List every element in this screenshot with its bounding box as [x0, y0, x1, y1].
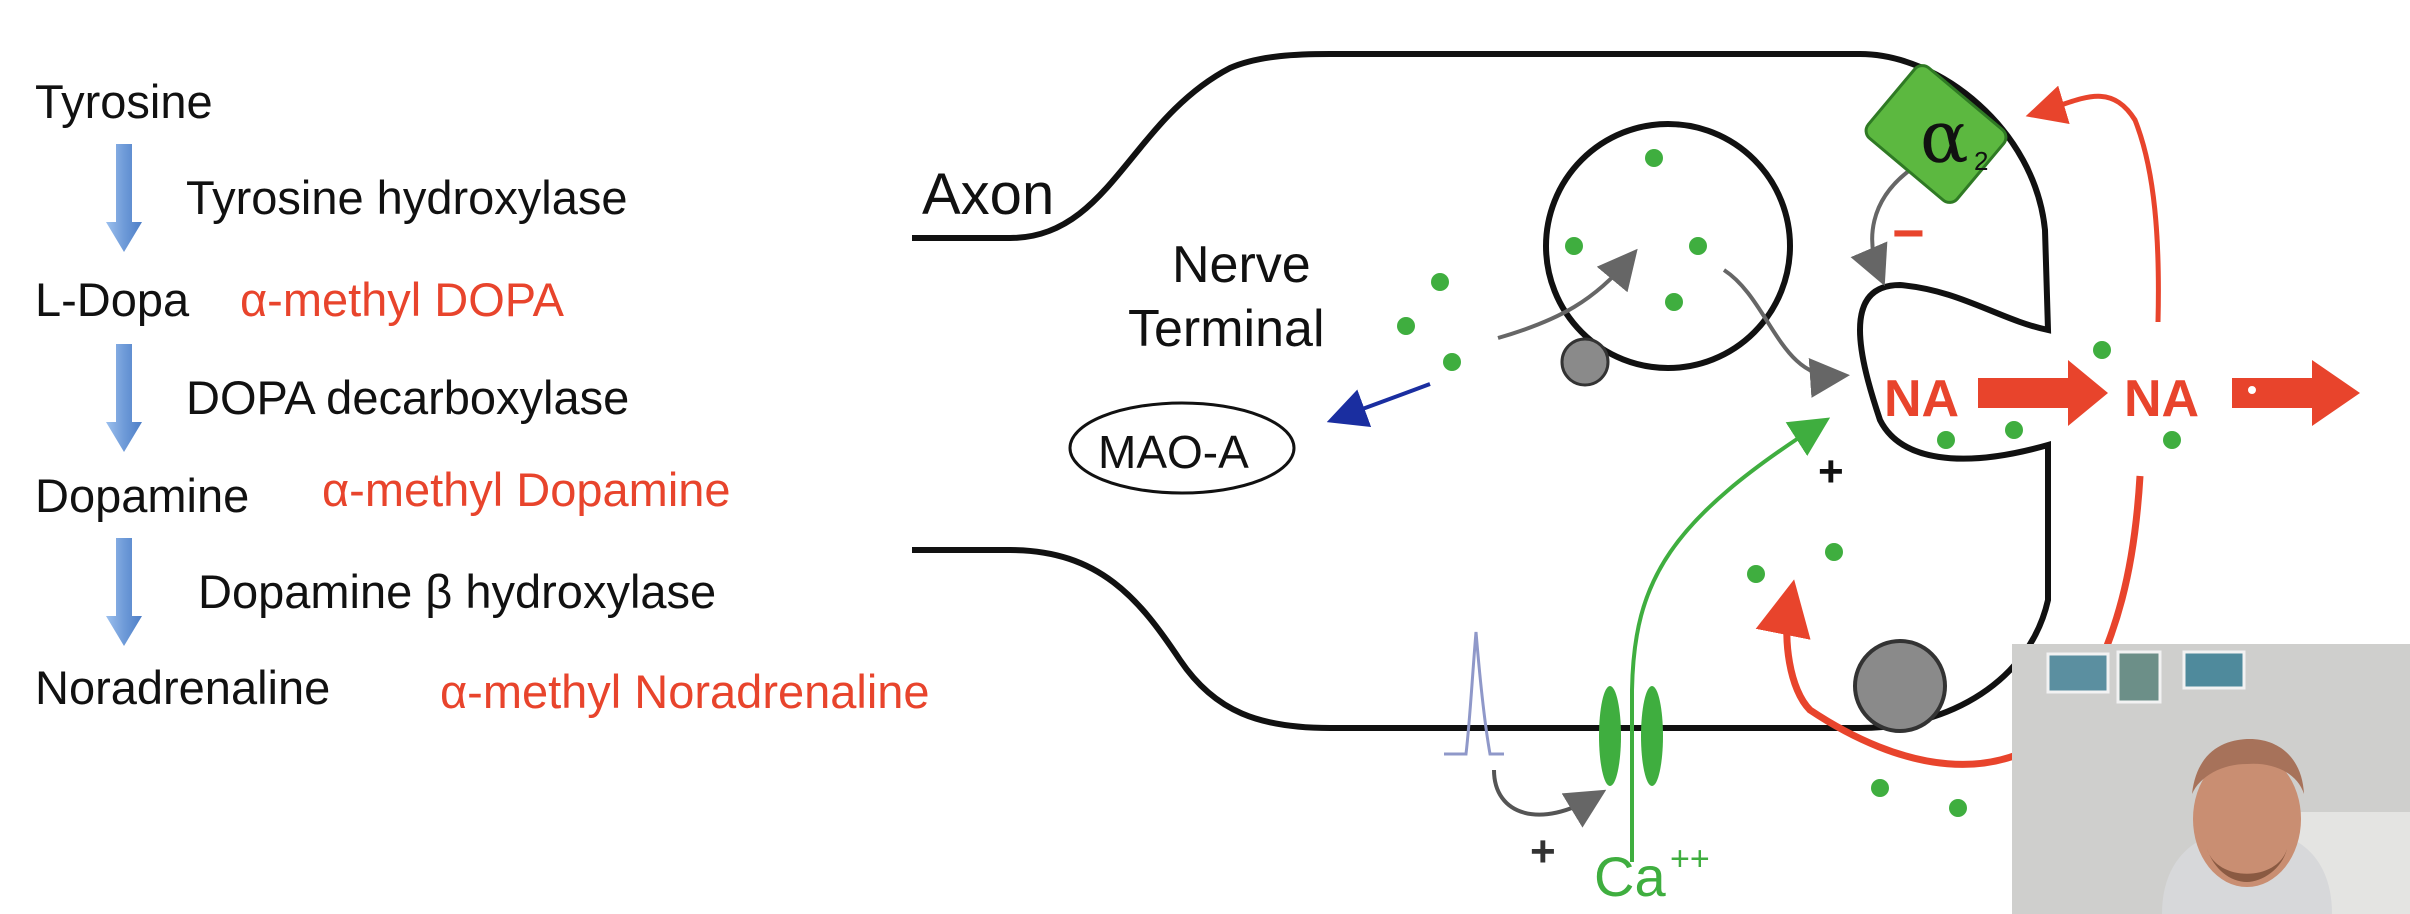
mao-a-label: MAO-A — [1098, 426, 1249, 478]
action-potential-arrow — [1492, 769, 1607, 828]
compound-tyrosine: Tyrosine — [35, 75, 213, 128]
vesicle — [1543, 121, 1793, 371]
compound-noradrenaline: Noradrenaline — [35, 661, 331, 714]
enzyme-tyrosine-hydroxylase: Tyrosine hydroxylase — [186, 171, 628, 224]
autoreceptor-arrow — [2025, 85, 2161, 323]
webcam-overlay — [2012, 644, 2410, 914]
calcium-influx-arrow — [1630, 417, 1831, 862]
terminal-outline-top — [912, 51, 2052, 520]
mao-a-ellipse — [1068, 401, 1296, 495]
reuptake-transporter — [1853, 639, 1947, 733]
calcium-channel-right — [1641, 686, 1663, 786]
presenter-video-icon — [2012, 644, 2410, 914]
calcium-label: Ca — [1594, 845, 1666, 908]
na-dots — [1397, 149, 2181, 817]
na-label-1: NA — [1884, 370, 1959, 428]
vesicle-transporter — [1560, 337, 1610, 387]
na-label-2: NA — [2124, 370, 2199, 428]
reuptake-arrow — [1755, 475, 2144, 768]
action-potential-icon — [1444, 631, 1504, 756]
pathway-arrow-1-icon — [106, 144, 142, 252]
mao-arrow — [1326, 382, 1431, 428]
alpha2-label: α — [1920, 95, 1969, 179]
receptor-feedback-arrow — [1850, 168, 1912, 287]
axon-label: Axon — [922, 162, 1054, 227]
analog-alpha-methyl-dopa: α-methyl DOPA — [240, 273, 565, 326]
na-release-arrow — [1978, 360, 2108, 426]
enzyme-dopamine-beta-hydroxylase: Dopamine β hydroxylase — [198, 565, 717, 618]
alpha2-receptor-icon — [1864, 64, 2008, 204]
vesicle-uptake-arrow — [1497, 248, 1638, 340]
exocytosis-arrow — [1722, 268, 1850, 398]
na-diffuse-dot — [2246, 384, 2258, 396]
plus-sign-calcium: + — [1818, 447, 1844, 496]
calcium-channel-left — [1599, 686, 1621, 786]
pathway-arrow-2-icon — [106, 344, 142, 452]
inhibit-sign: − — [1892, 201, 1925, 264]
terminal-outline-bottom — [912, 520, 2051, 731]
na-diffuse-arrow — [2232, 360, 2360, 426]
alpha2-subscript: 2 — [1974, 146, 1988, 176]
compound-l-dopa: L-Dopa — [35, 273, 190, 326]
enzyme-dopa-decarboxylase: DOPA decarboxylase — [186, 371, 630, 424]
analog-alpha-methyl-noradrenaline: α-methyl Noradrenaline — [440, 665, 930, 718]
pathway-arrow-3-icon — [106, 538, 142, 646]
nerve-label: Nerve — [1172, 236, 1311, 294]
calcium-charge: ++ — [1670, 840, 1710, 878]
compound-dopamine: Dopamine — [35, 469, 250, 522]
plus-sign-action-potential: + — [1530, 827, 1556, 876]
analog-alpha-methyl-dopamine: α-methyl Dopamine — [322, 463, 731, 516]
terminal-label: Terminal — [1128, 300, 1325, 358]
